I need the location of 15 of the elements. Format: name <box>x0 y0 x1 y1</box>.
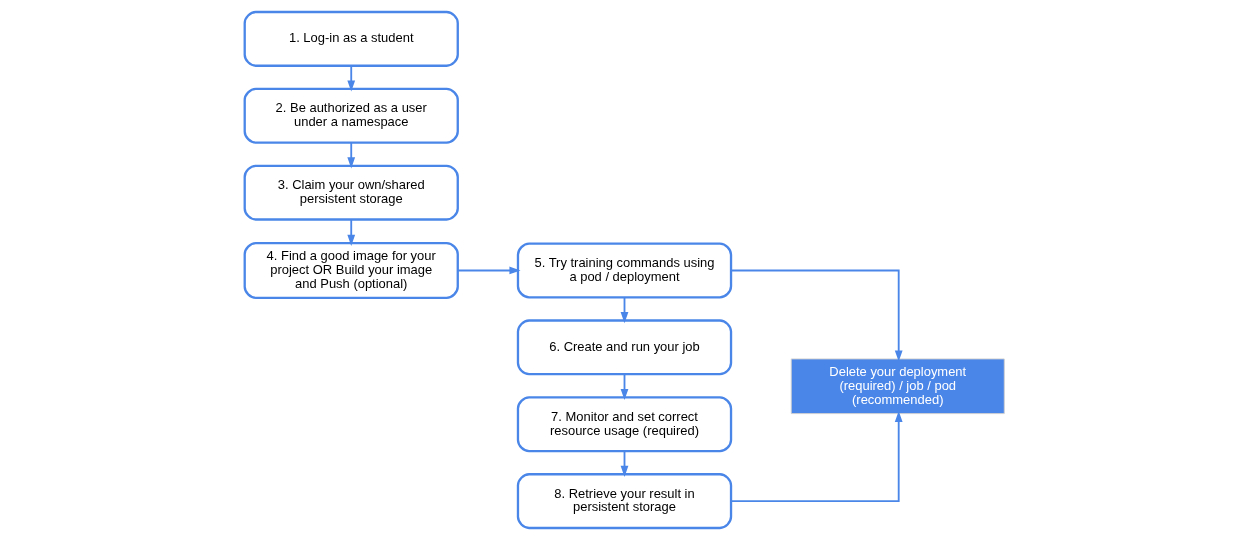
arrow <box>729 269 903 362</box>
node-box: 8. Retrieve your result in persistent storage <box>516 473 732 530</box>
arrow <box>456 266 521 275</box>
node-box: 7. Monitor and set correct resource usage (required) <box>516 396 732 453</box>
node-box: 4. Find a good image for your project OR Build your image and Push (optional) <box>243 242 459 299</box>
node-box: 5. Try training commands using a pod / deployment <box>516 242 732 299</box>
arrow <box>346 141 355 169</box>
node-box: 1. Log-in as a student <box>243 10 459 67</box>
node-box: 6. Create and run your job <box>516 319 732 376</box>
arrow <box>346 218 355 246</box>
arrow <box>346 64 355 92</box>
node-box: 2. Be authorized as a user under a namespace <box>243 87 459 144</box>
arrow <box>729 410 903 503</box>
node-box: Delete your deployment (required) / job / pod (recommended) <box>790 358 1005 415</box>
node-box: 3. Claim your own/shared persistent storage <box>243 164 459 221</box>
